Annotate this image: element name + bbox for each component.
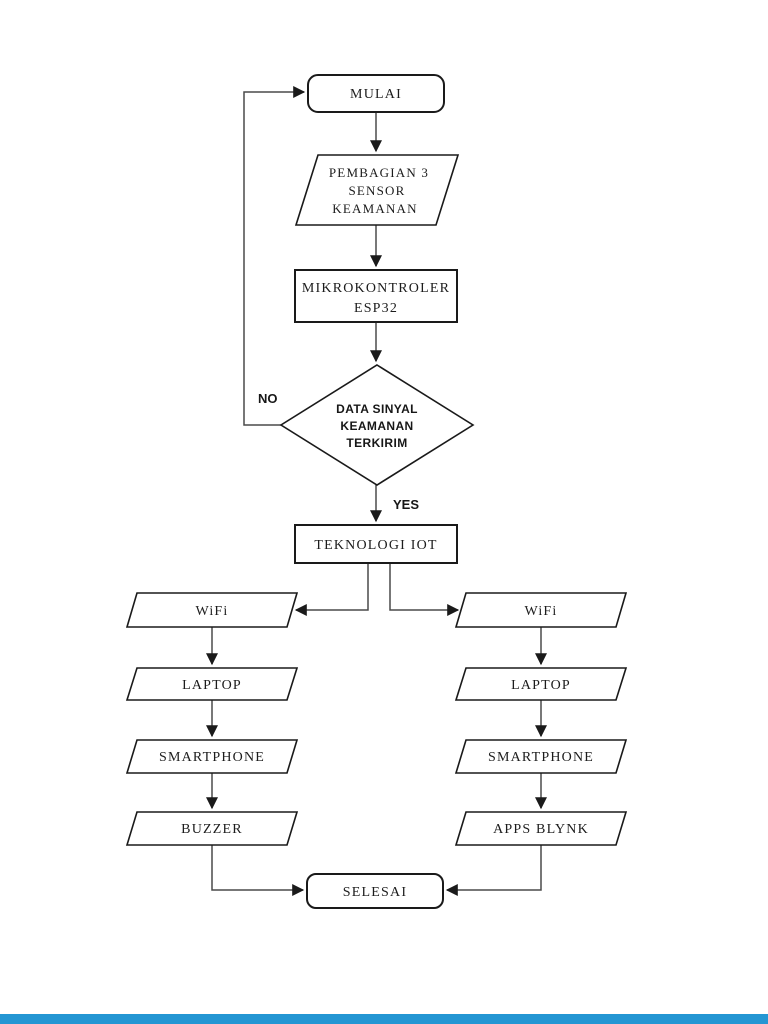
edge-label-no: NO (258, 391, 278, 406)
io-laptop-left-label: LAPTOP (182, 678, 242, 693)
start-node (307, 74, 445, 113)
io-wifi-right-label: WiFi (524, 604, 557, 619)
io-apps-blynk-label: APPS BLYNK (493, 822, 589, 837)
io-wifi-left-node (125, 592, 299, 628)
connector-no-loop (243, 86, 306, 426)
io-sensor-line2: SENSOR (348, 183, 405, 198)
io-apps-blynk-node (454, 811, 628, 846)
process-mcu-node (294, 269, 458, 323)
connector-iot-to-wifi-right (389, 563, 460, 616)
decision-line3: TERKIRIM (346, 436, 407, 450)
io-sensor-line3: KEAMANAN (332, 201, 417, 216)
edge-label-yes: YES (393, 497, 419, 512)
io-buzzer-node (125, 811, 299, 846)
process-mcu-line1: MIKROKONTROLER (302, 281, 450, 296)
process-mcu-line2: ESP32 (354, 301, 398, 316)
decision-node (279, 364, 475, 486)
io-wifi-right-node (454, 592, 628, 628)
process-iot-node (294, 524, 458, 564)
decision-line2: KEAMANAN (340, 419, 413, 433)
footer-progress-bar (0, 1014, 768, 1024)
end-node-label: SELESAI (343, 885, 407, 900)
io-laptop-right-node (454, 667, 628, 701)
connector-iot-to-wifi-left (294, 563, 369, 616)
io-sensor-node (294, 154, 460, 226)
io-sensor-line1: PEMBAGIAN 3 (329, 165, 429, 180)
start-node-label: MULAI (350, 87, 402, 102)
io-smartphone-right-label: SMARTPHONE (488, 750, 594, 765)
connector-buzzer-to-end (211, 845, 305, 896)
io-buzzer-label: BUZZER (181, 822, 243, 837)
io-smartphone-left-node (125, 739, 299, 774)
decision-line1: DATA SINYAL (336, 402, 418, 416)
io-laptop-right-label: LAPTOP (511, 678, 571, 693)
process-iot-label: TEKNOLOGI IOT (314, 538, 437, 553)
io-laptop-left-node (125, 667, 299, 701)
io-smartphone-left-label: SMARTPHONE (159, 750, 265, 765)
io-smartphone-right-node (454, 739, 628, 774)
end-node (306, 873, 444, 909)
io-wifi-left-label: WiFi (195, 604, 228, 619)
connector-apps-blynk-to-end (445, 845, 542, 896)
